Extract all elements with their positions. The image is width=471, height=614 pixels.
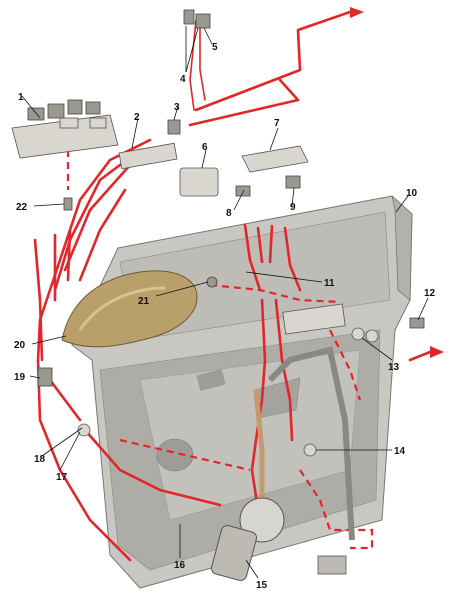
connector-8 — [235, 185, 251, 197]
armrest-handle — [61, 270, 198, 348]
grommet-18 — [77, 423, 91, 437]
connector-22 — [63, 197, 73, 211]
connector-block-2 — [118, 142, 178, 170]
window-regulator — [210, 346, 355, 581]
callout-2: 2 — [134, 112, 140, 123]
callout-10: 10 — [406, 188, 418, 199]
callout-4: 4 — [180, 74, 186, 85]
callout-17: 17 — [56, 472, 68, 483]
callout-13: 13 — [388, 362, 400, 373]
relay-6 — [179, 167, 219, 197]
callout-15: 15 — [256, 580, 268, 591]
callout-18: 18 — [34, 454, 46, 465]
callout-labels: 1 2 3 4 5 6 7 8 9 10 11 12 13 14 15 16 1… — [14, 42, 436, 591]
callout-7: 7 — [274, 118, 280, 129]
callout-5: 5 — [212, 42, 218, 53]
callout-3: 3 — [174, 102, 180, 113]
connector-4 — [183, 9, 195, 25]
callout-20: 20 — [14, 340, 26, 351]
callout-1: 1 — [18, 92, 24, 103]
grommet-13b — [365, 329, 379, 343]
connector-19 — [37, 367, 53, 387]
arrow-right-icon — [350, 7, 364, 18]
callout-22: 22 — [16, 202, 28, 213]
connector-5 — [195, 13, 211, 29]
grommet-13 — [351, 327, 365, 341]
leader-lines — [21, 26, 429, 579]
callout-9: 9 — [290, 202, 296, 213]
connector-block-13 — [282, 303, 346, 335]
callout-11: 11 — [324, 278, 335, 289]
switch-3 — [167, 119, 181, 135]
connector-9 — [285, 175, 301, 189]
callout-8: 8 — [226, 208, 232, 219]
callout-19: 19 — [14, 372, 26, 383]
callout-14: 14 — [394, 446, 406, 457]
arrow-right-icon — [430, 346, 444, 358]
callout-16: 16 — [174, 560, 186, 571]
wiring-harness — [33, 10, 432, 562]
switch-11 — [206, 276, 218, 288]
connector-block-7 — [241, 145, 309, 173]
callout-12: 12 — [424, 288, 436, 299]
callout-21: 21 — [138, 296, 150, 307]
callout-6: 6 — [202, 142, 208, 153]
grommet-14 — [303, 443, 317, 457]
connector-12 — [409, 317, 425, 329]
fuse-relay-box — [11, 99, 119, 159]
